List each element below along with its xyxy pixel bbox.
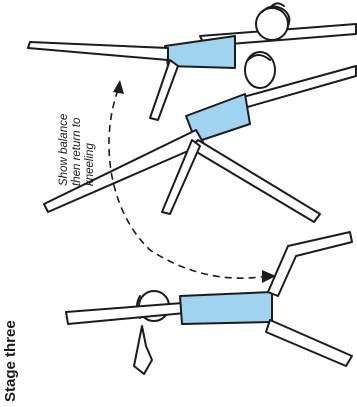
arrow-head-top [113,80,124,94]
instruction-line: kneeling [84,96,97,186]
stage-title: Stage three [2,320,19,402]
kneeling-figure [66,232,352,374]
instruction-line: then return to [71,96,84,186]
instruction-text: Show balance then return to kneeling [58,96,97,186]
instruction-line: Show balance [58,96,71,186]
